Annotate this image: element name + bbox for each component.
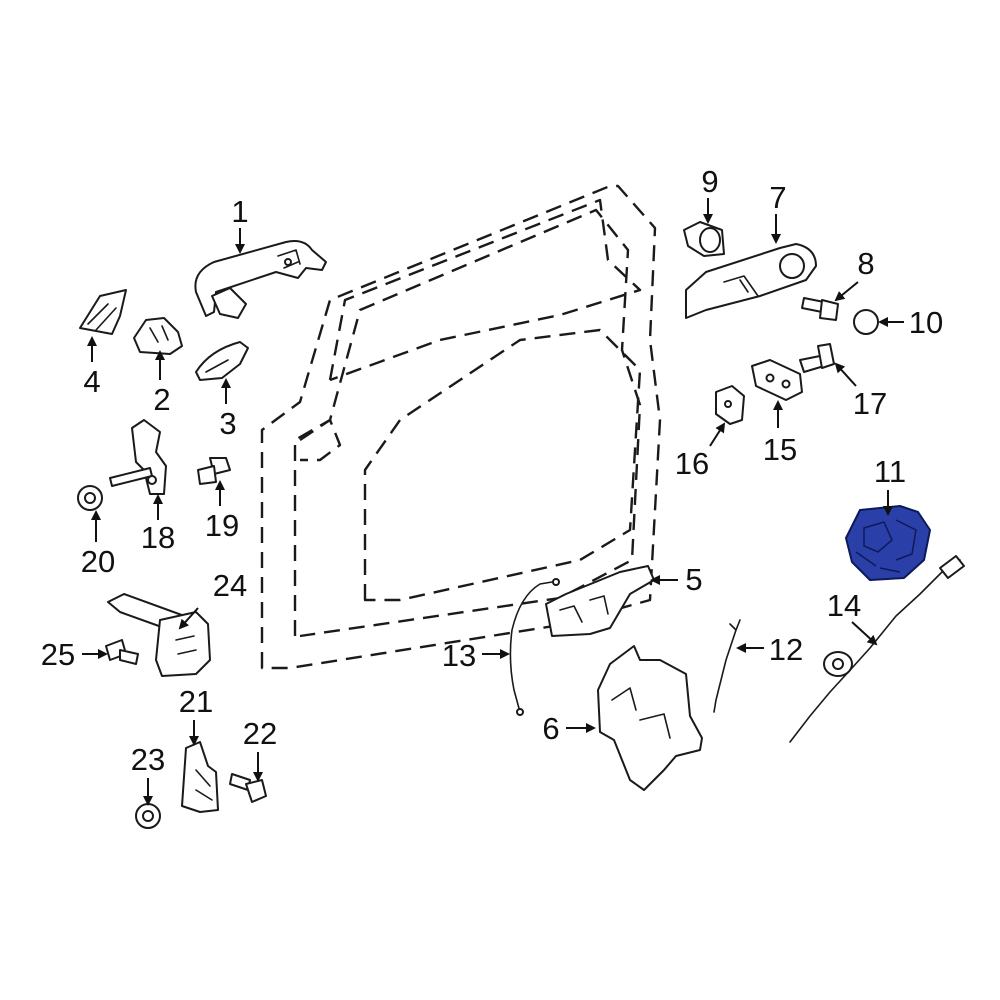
part-15-plate [751,359,803,401]
part-6-door-latch [597,645,703,791]
callout-2: 2 [153,382,170,417]
callout-16: 16 [675,446,709,481]
callout-12: 12 [769,632,803,667]
part-10-cap [853,309,879,335]
part-18-hinge [109,419,167,495]
callout-5: 5 [685,562,702,597]
part-24-door-check [107,593,211,677]
callout-19: 19 [205,508,239,543]
callout-25: 25 [41,637,75,672]
part-20-nut [77,485,103,511]
part-22-bolt [229,773,267,803]
callout-24: 24 [213,568,247,603]
callout-11: 11 [874,454,906,489]
part-17-screw [799,343,835,373]
callout-17: 17 [853,386,887,421]
callout-6: 6 [542,711,559,746]
callout-10: 10 [909,305,943,340]
part-11-door-lock-actuator [845,505,931,581]
part-16-gasket [715,385,745,425]
door-outline [260,184,662,670]
part-12-rod [713,619,741,713]
callout-9: 9 [701,164,718,199]
part-3-handle-cover [195,341,249,381]
callout-numbers: 1 2 3 4 5 6 7 8 9 10 11 12 13 14 15 16 1… [41,164,943,777]
callout-3: 3 [219,406,236,441]
part-8-screw [801,297,839,321]
callout-14: 14 [827,588,861,623]
callout-leaders [82,198,904,806]
callout-8: 8 [857,246,874,281]
part-7-handle-housing [685,243,817,319]
part-2-handle-bracket [133,317,183,355]
part-9-lock-cylinder-cap [683,221,725,257]
callout-15: 15 [763,432,797,467]
part-14-actuator-cable [789,555,965,743]
callout-1: 1 [231,194,248,229]
part-21-striker-bracket [181,741,219,813]
part-13-lock-rod [509,578,560,716]
callout-7: 7 [769,180,786,215]
callout-22: 22 [243,716,277,751]
part-1-outer-door-handle [194,240,327,319]
part-5-handle-carrier [545,565,655,637]
part-23-nut [135,803,161,829]
callout-21: 21 [179,684,213,719]
callout-18: 18 [141,520,175,555]
callout-13: 13 [442,638,476,673]
part-25-bolt [105,639,139,665]
part-4-cap [79,289,127,335]
callout-4: 4 [83,364,100,399]
part-19-bolt [197,457,231,485]
callout-20: 20 [81,544,115,579]
callout-23: 23 [131,742,165,777]
